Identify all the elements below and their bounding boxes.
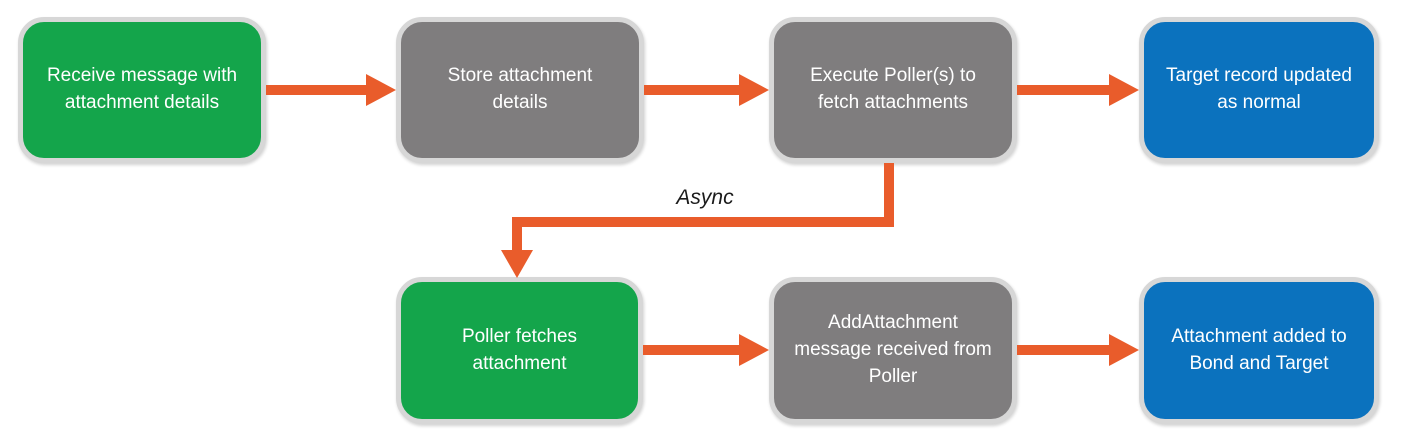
arrow-3-head-icon [1109,74,1139,106]
arrow-4-shaft [643,345,741,355]
node-poller-fetches-label: Poller fetches attachment [461,325,578,374]
node-receive-message-label: Receive message with attachment details [46,65,238,113]
node-target-updated: Target record updated as normal [1139,17,1379,163]
node-store-details: Store attachment details [396,17,644,163]
arrow-2-head-icon [739,74,769,106]
arrow-async-down-segment [884,163,894,227]
arrow-5-head-icon [1109,334,1139,366]
node-addattachment-received-label: AddAttachment message received from Poll… [794,312,992,387]
arrow-1-shaft [266,85,368,95]
async-edge-label: Async [676,186,734,209]
arrow-async-left-segment [512,217,522,250]
node-addattachment-received: AddAttachment message received from Poll… [769,277,1017,424]
node-execute-pollers-label: Execute Poller(s) to fetch attachments [810,65,976,113]
arrow-async-horizontal-segment [512,217,894,227]
node-target-updated-label: Target record updated as normal [1166,65,1352,113]
node-receive-message: Receive message with attachment details [18,17,266,163]
node-attachment-added: Attachment added to Bond and Target [1139,277,1379,424]
node-attachment-added-label: Attachment added to Bond and Target [1171,325,1347,374]
node-poller-fetches: Poller fetches attachment [396,277,643,424]
node-execute-pollers: Execute Poller(s) to fetch attachments [769,17,1017,163]
node-store-details-label: Store attachment details [447,65,593,113]
arrow-3-shaft [1017,85,1111,95]
arrow-1-head-icon [366,74,396,106]
arrow-2-shaft [644,85,741,95]
arrow-async-head-icon [501,250,533,278]
arrow-5-shaft [1017,345,1111,355]
arrow-4-head-icon [739,334,769,366]
